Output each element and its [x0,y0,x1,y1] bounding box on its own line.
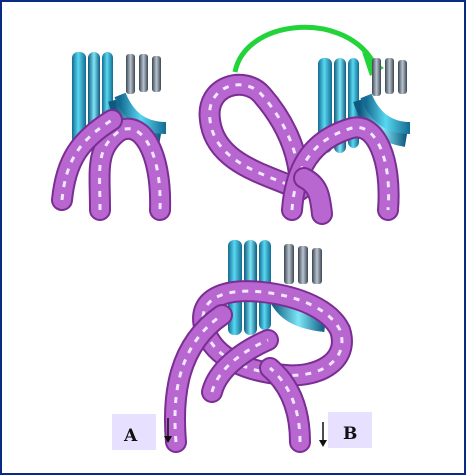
label-a: A [112,414,172,450]
label-b: B [319,412,372,448]
down-arrow-icon [319,422,327,447]
panel-1-rope-over-carabiner [62,52,166,210]
panel-2-form-loop [210,27,410,214]
label-a-text: A [123,426,138,446]
rope-3-munter [175,291,342,442]
panel-3-finished-knot: A B [112,240,372,450]
label-b-text: B [343,424,357,444]
green-curved-arrow-icon [235,27,384,76]
